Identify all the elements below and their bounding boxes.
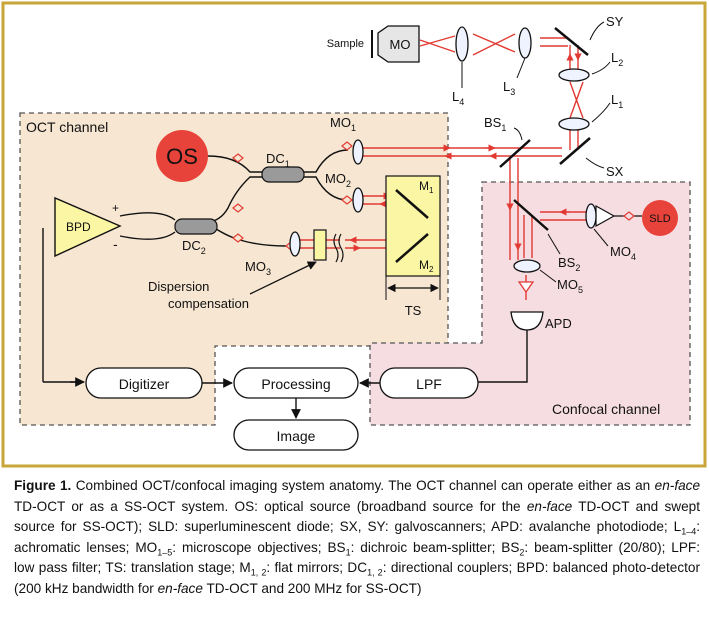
caption-subscript: 2 [519, 547, 525, 558]
fiber-connectors [232, 141, 353, 251]
mo1-lens [352, 139, 364, 165]
sld-label: SLD [649, 213, 670, 225]
dc2-coupler [174, 218, 218, 235]
bpd-detector [54, 196, 122, 258]
caption-text: : flat mirrors; DC [266, 560, 368, 575]
dispersion-label-line1: Dispersion [148, 279, 209, 294]
sx-mirror [559, 137, 591, 165]
l4-label: L4 [452, 89, 464, 107]
dc2-label: DC2 [182, 238, 206, 256]
sy-label: SY [606, 14, 624, 29]
l1-pointer [591, 102, 611, 123]
bpd-minus: - [113, 236, 118, 252]
dispersion-block [313, 229, 327, 261]
confocal-channel-title: Confocal channel [552, 401, 660, 417]
caption-italic: en-face [526, 498, 573, 514]
sy-mirror [554, 27, 589, 56]
figure-caption: Figure 1. Combined OCT/confocal imaging … [14, 476, 700, 599]
sx-label: SX [606, 164, 624, 179]
l3-label: L3 [503, 79, 515, 97]
bs1-pointer [513, 127, 523, 141]
mo4-lens [585, 203, 597, 229]
lpf-label: LPF [416, 376, 442, 392]
caption-text: TD-OCT and 200 MHz for SS-OCT) [202, 580, 422, 596]
fiber-lines [42, 149, 349, 383]
digitizer-label: Digitizer [119, 376, 170, 392]
m1-label: M1 [419, 179, 434, 195]
l2-pointer [591, 61, 611, 75]
beam-break-mark [333, 233, 344, 263]
caption-subscript: 1, 2 [367, 567, 383, 578]
l1-label: L1 [611, 92, 623, 110]
apd-label: APD [545, 316, 572, 331]
mo3-lens [289, 231, 301, 257]
bs2-splitter [513, 199, 549, 231]
os-label: OS [166, 144, 198, 169]
m2-mirror [395, 233, 429, 263]
translation-stage [385, 175, 441, 277]
sample-label: Sample [327, 38, 364, 50]
mo4-label: MO4 [610, 244, 636, 262]
m1-mirror [395, 189, 429, 219]
bs2-pointer [547, 233, 561, 255]
mo4-pointer [593, 228, 609, 247]
l2-lens [558, 68, 590, 82]
oct-channel-title: OCT channel [26, 119, 108, 135]
mo5-lens [513, 259, 541, 273]
dispersion-arrow [249, 261, 317, 295]
confocal-channel-panel [369, 181, 691, 426]
caption-subscript: 1 [345, 547, 351, 558]
sld-connector [623, 211, 635, 221]
os-source [156, 130, 208, 182]
caption-label: Figure 1. [14, 478, 72, 493]
dispersion-label-line2: compensation [168, 296, 249, 311]
sx-pointer [585, 157, 605, 169]
image-label: Image [277, 428, 316, 444]
caption-text: TD-OCT or as a SS-OCT system. OS: optica… [14, 498, 527, 514]
system-diagram: Sample MO L4 L3 SY L2 L1 BS1 SX OCT chan… [1, 1, 707, 468]
caption-italic: en-face [157, 580, 203, 596]
ts-label: TS [405, 303, 422, 318]
sy-pointer [589, 21, 605, 41]
oct-channel-panel [19, 112, 449, 426]
bpd-plus: + [112, 201, 119, 215]
mo1-label: MO1 [330, 115, 356, 133]
caption-text: : microscope objectives; BS [172, 539, 346, 555]
mo2-lens [352, 187, 364, 213]
caption-italic: en-face [654, 478, 701, 493]
caption-text: : directional couplers; BPD: balanced ph… [14, 560, 700, 596]
mo-label: MO [390, 37, 411, 52]
bs1-label: BS1 [484, 115, 506, 133]
l3-pointer [516, 57, 526, 79]
caption-text: : dichroic beam-splitter; BS [350, 539, 520, 555]
bs2-label: BS2 [558, 255, 580, 273]
image-box [233, 419, 359, 451]
apd-to-lpf-line [478, 330, 528, 383]
mo-objective [377, 25, 420, 63]
l3-lens [518, 27, 532, 59]
mo3-label: MO3 [245, 259, 271, 277]
l4-lens [455, 26, 469, 62]
mo5-label: MO5 [557, 277, 583, 295]
sld-source [642, 200, 678, 236]
dc1-coupler [261, 166, 305, 183]
l2-label: L2 [611, 50, 623, 68]
beam-arrows [349, 52, 582, 252]
caption-text: TD-OCT and swept source for SS-OCT); SLD… [14, 498, 701, 535]
caption-subscript: 1, 2 [250, 567, 267, 578]
pinhole-cone [517, 281, 535, 294]
bs1-splitter [499, 139, 531, 168]
caption-text: : achromatic lenses; MO [14, 519, 700, 555]
mo5-pointer [539, 269, 557, 283]
m2-label: M2 [419, 258, 434, 274]
dc1-label: DC1 [266, 151, 290, 169]
caption-text: Combined OCT/confocal imaging system ana… [71, 478, 655, 493]
processing-label: Processing [261, 376, 330, 392]
bpd-label: BPD [66, 220, 91, 234]
caption-subscript: 1–5 [157, 547, 173, 558]
mo2-label: MO2 [325, 171, 351, 189]
caption-subscript: 1–4 [681, 526, 697, 537]
l1-lens [558, 117, 590, 131]
caption-text: : beam-splitter (20/80); LPF: low pass f… [14, 539, 701, 576]
